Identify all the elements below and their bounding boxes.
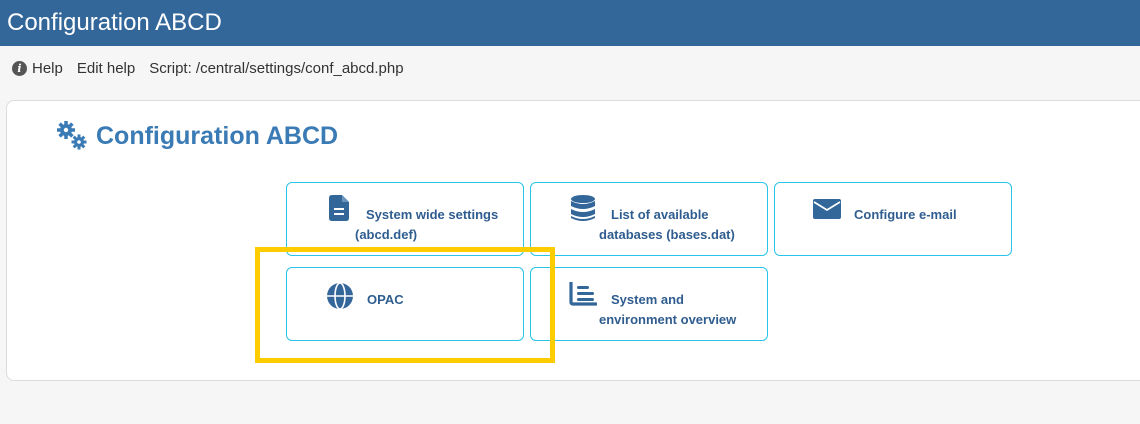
envelope-icon (813, 199, 841, 219)
script-label: Script: /central/settings/conf_abcd.php (149, 59, 404, 77)
edit-help-label: Edit help (76, 59, 136, 77)
configure-email-button[interactable]: Configure e-mail (774, 182, 1012, 256)
card-label-line1: System wide settings (366, 207, 499, 222)
page-title: Configuration ABCD (56, 120, 338, 152)
card-label-line2: environment overview (599, 312, 737, 327)
app-title-bar: Configuration ABCD (0, 0, 1140, 46)
card-label-line1: Configure e-mail (854, 207, 957, 222)
app-title: Configuration ABCD (7, 9, 222, 36)
system-overview-button[interactable]: System and environment overview (530, 267, 768, 341)
help-label: Help (32, 59, 63, 77)
info-icon: i (12, 60, 27, 76)
card-label-line2: (abcd.def) (355, 227, 418, 242)
card-label-line2: databases (bases.dat) (599, 227, 735, 242)
chart-list-icon (569, 282, 597, 306)
opac-button[interactable]: OPAC (286, 267, 524, 341)
script-path: Script: /central/settings/conf_abcd.php (149, 60, 403, 77)
system-wide-settings-button[interactable]: System wide settings (abcd.def) (286, 182, 524, 256)
cogs-icon (57, 121, 87, 150)
card-label-line1: System and (611, 292, 684, 307)
help-bar: i Help Edit help Script: /central/settin… (0, 46, 1140, 90)
help-link[interactable]: i Help (12, 60, 63, 77)
card-label-line1: List of available (611, 207, 709, 222)
database-icon (571, 195, 595, 221)
globe-icon (327, 282, 353, 310)
file-icon (329, 195, 349, 221)
edit-help-link[interactable]: Edit help (77, 60, 135, 77)
page-title-text: Configuration ABCD (96, 121, 339, 150)
available-databases-button[interactable]: List of available databases (bases.dat) (530, 182, 768, 256)
card-label-line1: OPAC (367, 292, 404, 307)
